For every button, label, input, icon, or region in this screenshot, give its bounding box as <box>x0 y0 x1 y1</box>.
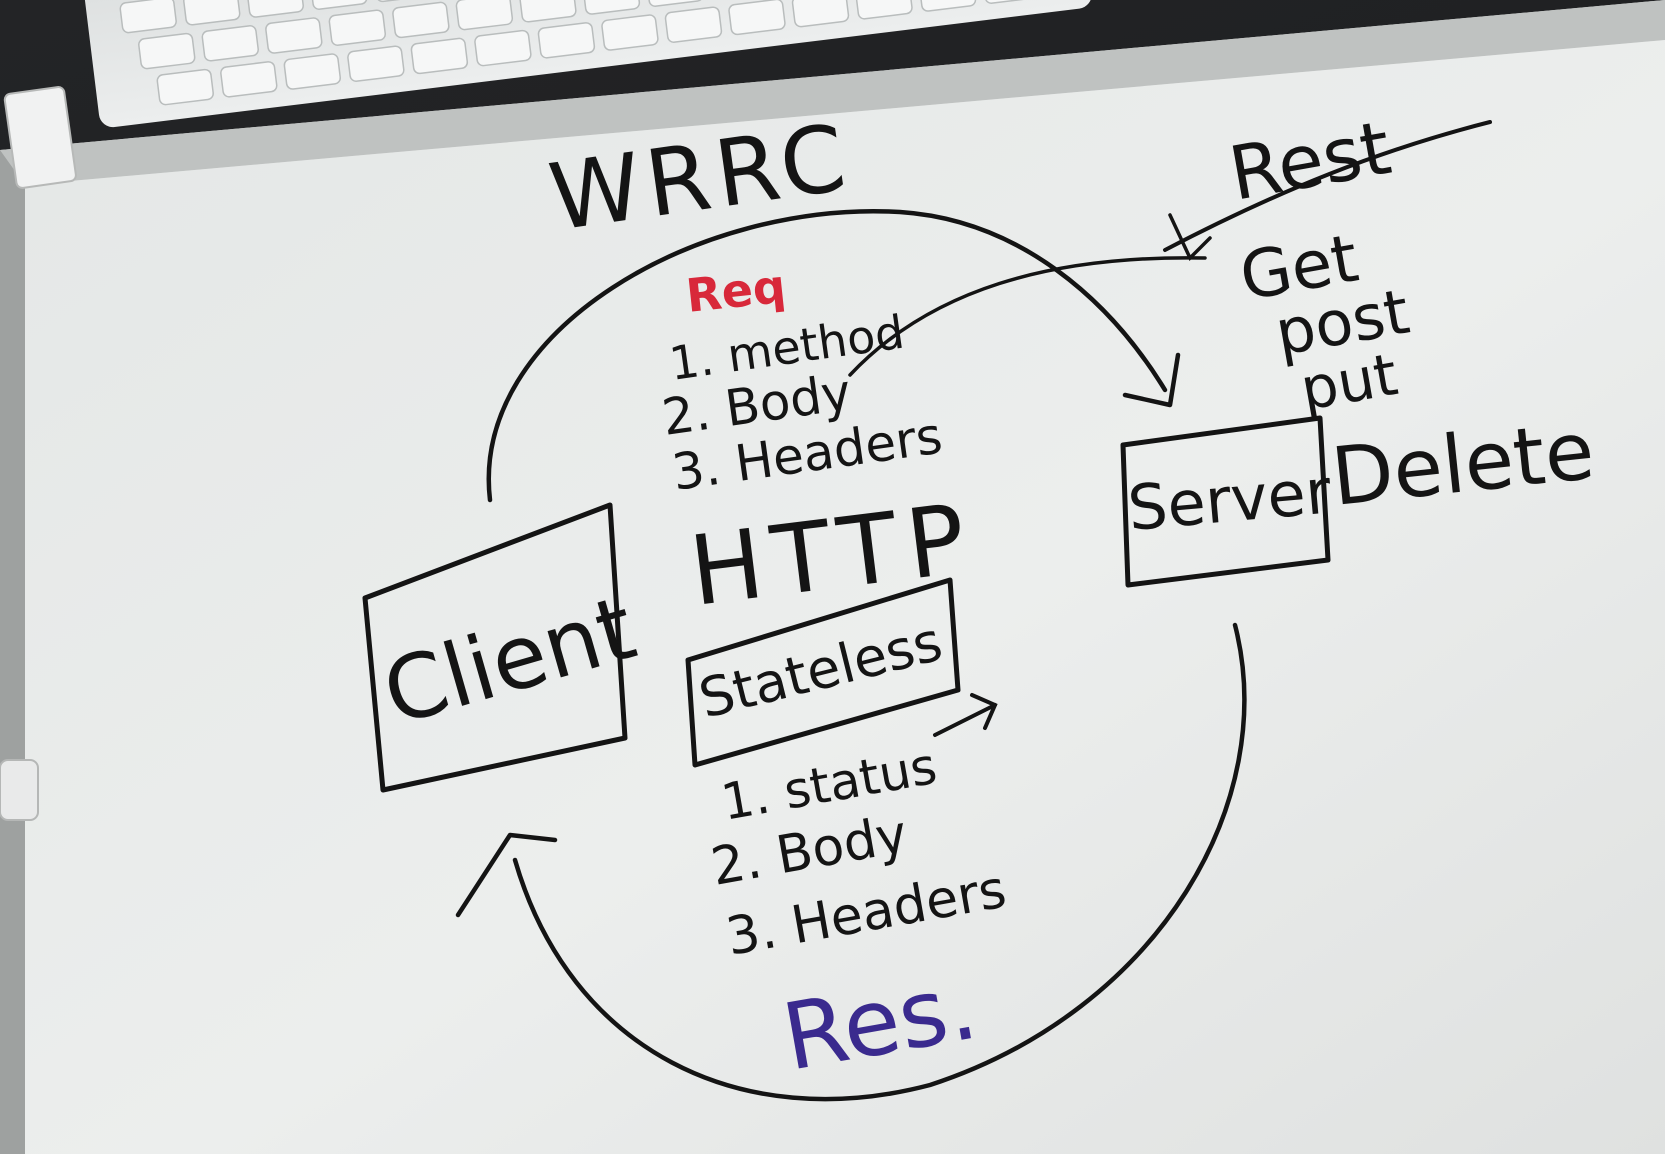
whiteboard-left-edge <box>0 150 25 1154</box>
keyboard-key <box>310 0 368 10</box>
request-arrowhead <box>1122 352 1181 408</box>
keyboard-key <box>347 45 405 82</box>
keyboard-key <box>537 22 596 59</box>
rest-method: put <box>1296 340 1403 424</box>
server-label: Server <box>1125 454 1334 544</box>
keyboard-key <box>283 53 342 90</box>
keyboard-key <box>728 0 786 36</box>
keyboard-key <box>201 25 259 62</box>
keyboard-key <box>410 37 469 75</box>
whiteboard-surface <box>25 40 1665 1154</box>
client-box <box>362 502 628 793</box>
keyboard-key <box>156 68 214 106</box>
keyboard-key <box>328 9 387 46</box>
request-arc <box>486 208 1168 503</box>
stateless-box <box>685 577 961 768</box>
response-arrowhead <box>455 832 558 918</box>
keyboard-key <box>119 0 177 34</box>
marker-cap <box>0 759 39 821</box>
keyboard-key <box>183 0 241 26</box>
keyboard-key <box>138 32 196 70</box>
keyboard-key <box>855 0 913 20</box>
keyboard-key <box>791 0 850 28</box>
rest-connector-arrowhead <box>1168 213 1212 262</box>
keyboard <box>80 0 1094 129</box>
keyboard-key <box>582 0 641 15</box>
board-clip <box>3 86 77 189</box>
keyboard-key <box>474 29 532 67</box>
response-arc <box>512 622 1247 1102</box>
server-box <box>1120 415 1331 588</box>
stateless-arrow <box>933 693 998 737</box>
whiteboard-top-edge <box>0 0 1665 185</box>
keyboard-key <box>392 1 450 39</box>
keyboard-key <box>220 61 278 98</box>
keyboard-key <box>646 0 704 7</box>
keyboard-key <box>982 0 1040 4</box>
request-label: Req <box>684 259 789 323</box>
keyboard-key <box>918 0 977 12</box>
keyboard-key <box>265 17 323 54</box>
rest-methods-list: Get post put Delete <box>1234 219 1598 523</box>
rest-connector-line <box>848 256 1207 377</box>
keyboard-key <box>246 0 304 18</box>
keyboard-key <box>519 0 577 23</box>
keyboard-key <box>601 14 659 51</box>
keyboard-keys <box>119 0 1040 106</box>
rest-underline <box>1163 120 1492 252</box>
keyboard-key <box>664 6 723 43</box>
keyboard-key <box>455 0 514 31</box>
